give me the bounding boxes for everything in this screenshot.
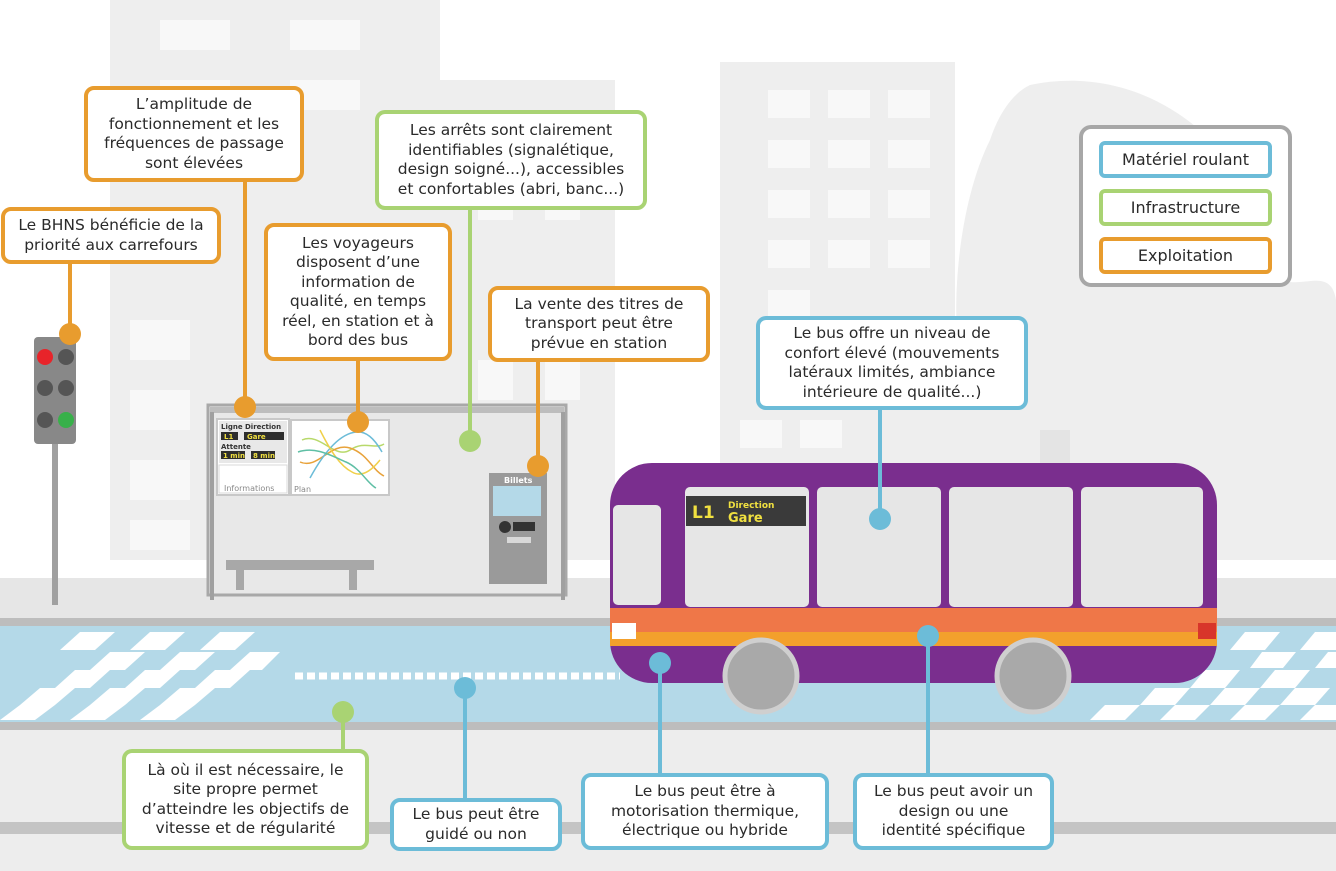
legend-item-materiel: Matériel roulant (1099, 141, 1272, 178)
board-attente-label: Attente (221, 443, 251, 451)
board-wait-1: 1 min (223, 452, 245, 460)
board-line-number: L1 (224, 433, 233, 441)
bus-destination: Gare (728, 511, 763, 526)
callout-design: Le bus peut avoir un design ou une ident… (853, 773, 1054, 850)
callout-motor: Le bus peut être à motorisation thermiqu… (581, 773, 829, 850)
callout-dots (59, 323, 939, 723)
callout-amplitude: L’amplitude de fonctionnement et les fré… (84, 86, 304, 182)
legend-label-materiel: Matériel roulant (1122, 150, 1249, 169)
callout-guided: Le bus peut être guidé ou non (390, 798, 562, 851)
callout-amplitude-text: L’amplitude de fonctionnement et les fré… (104, 95, 284, 172)
callout-motor-text: Le bus peut être à motorisation thermiqu… (610, 782, 800, 840)
callout-site: Là où il est nécessaire, le site propre … (122, 749, 369, 850)
board-direction-label: Direction (245, 423, 281, 431)
bus-line-number: L1 (692, 503, 715, 523)
checker-left (0, 632, 280, 720)
map-caption: Plan (294, 485, 311, 494)
legend-label-exploitation: Exploitation (1137, 246, 1234, 265)
callout-comfort: Le bus offre un niveau de confort élevé … (756, 316, 1028, 410)
callout-stops-text: Les arrêts sont clairement identifiables… (397, 121, 625, 198)
board-ligne-label: Ligne (221, 423, 243, 431)
legend: Matériel roulant Infrastructure Exploita… (1079, 125, 1292, 287)
callout-priority: Le BHNS bénéficie de la priorité aux car… (1, 207, 221, 264)
callout-connectors (68, 180, 930, 800)
callout-priority-text: Le BHNS bénéficie de la priorité aux car… (18, 216, 204, 254)
bus-direction-label: Direction (728, 501, 774, 511)
callout-information: Les voyageurs disposent d’une informatio… (264, 223, 452, 361)
bus-shelter (206, 403, 568, 600)
shelter-board-text: Ligne Direction L1 Gare Attente 1 min 8 … (221, 423, 281, 460)
legend-item-exploitation: Exploitation (1099, 237, 1272, 274)
checker-right (1090, 632, 1336, 720)
callout-guided-text: Le bus peut être guidé ou non (412, 805, 540, 843)
callout-tickets-text: La vente des titres de transport peut êt… (514, 294, 684, 352)
legend-label-infrastructure: Infrastructure (1130, 198, 1241, 217)
board-wait-2: 8 min (253, 452, 275, 460)
callout-comfort-text: Le bus offre un niveau de confort élevé … (784, 324, 1000, 401)
callout-tickets: La vente des titres de transport peut êt… (488, 286, 710, 362)
ticket-machine-label: Billets (504, 476, 533, 485)
callout-stops: Les arrêts sont clairement identifiables… (375, 110, 647, 210)
bus (610, 463, 1217, 715)
callout-information-text: Les voyageurs disposent d’une informatio… (282, 233, 434, 350)
board-destination: Gare (247, 433, 266, 441)
callout-site-text: Là où il est nécessaire, le site propre … (141, 760, 350, 838)
traffic-light (34, 337, 76, 605)
legend-item-infrastructure: Infrastructure (1099, 189, 1272, 226)
callout-design-text: Le bus peut avoir un design ou une ident… (873, 782, 1034, 840)
board-caption: Informations (224, 484, 274, 493)
